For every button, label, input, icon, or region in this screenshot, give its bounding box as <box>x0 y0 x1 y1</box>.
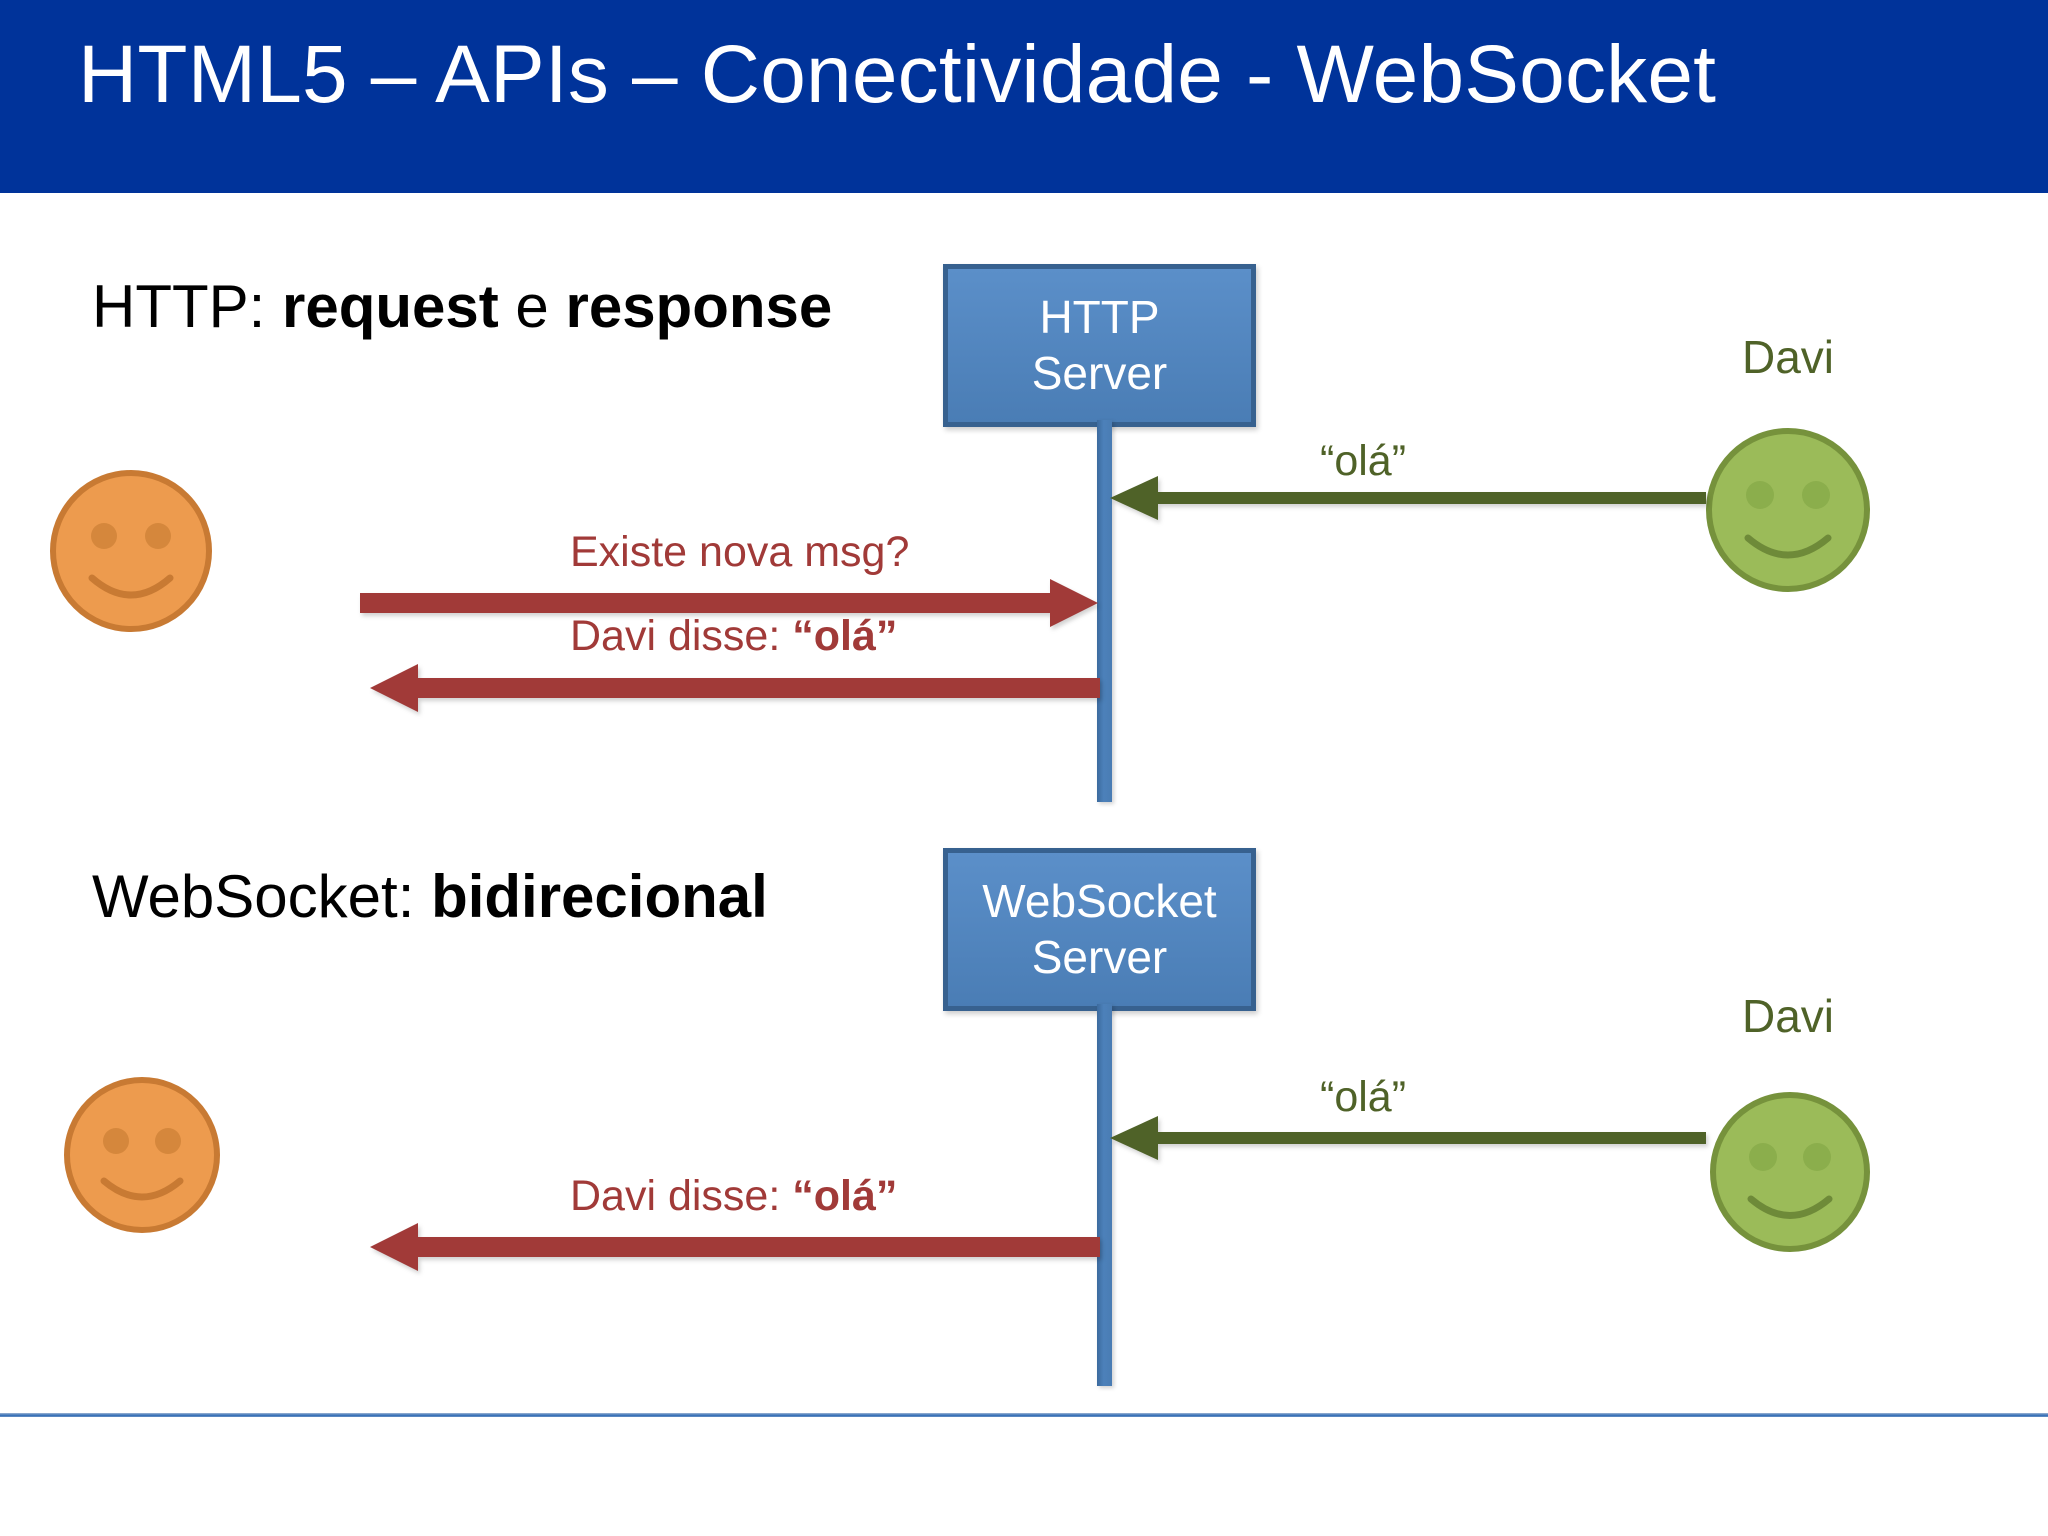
http-server-box: HTTP Server <box>943 264 1256 427</box>
red-arrow-response-bottom <box>370 1222 1100 1272</box>
page-title: HTML5 – APIs – Conectividade - WebSocket <box>78 29 1717 120</box>
section-heading-websocket: WebSocket: bidirecional <box>92 862 768 931</box>
heading-ws-plain: WebSocket: <box>92 863 432 930</box>
green-smiley-icon-top <box>1703 425 1873 595</box>
http-server-stem <box>1097 420 1112 802</box>
ws-server-line-2: Server <box>1031 930 1168 983</box>
green-smiley-icon-bottom <box>1707 1089 1873 1255</box>
heading-http-plain: HTTP: <box>92 273 282 340</box>
green-arrow-bottom <box>1108 1112 1706 1164</box>
section-heading-http: HTTP: request e response <box>92 272 832 341</box>
title-banner: HTML5 – APIs – Conectividade - WebSocket <box>0 0 2048 193</box>
footer-bar: iLearn Developer W3C® MEMBER Adobe <box>0 1417 2048 1536</box>
greeting-label-top: “olá” <box>1320 437 1407 485</box>
http-server-line-2: Server <box>1031 346 1168 399</box>
heading-http-bold-response: response <box>565 273 833 340</box>
peer-name-label-bottom: Davi <box>1742 990 1835 1042</box>
greeting-label-bottom: “olá” <box>1320 1073 1407 1121</box>
websocket-server-stem <box>1097 1004 1112 1386</box>
footer-divider <box>0 1413 2048 1417</box>
websocket-server-box: WebSocket Server <box>943 848 1256 1011</box>
response-quote-bottom: “olá” <box>792 1172 898 1220</box>
orange-smiley-icon-bottom <box>62 1075 222 1235</box>
heading-http-mid: e <box>498 273 566 340</box>
response-prefix-top: Davi disse: <box>570 612 793 660</box>
heading-ws-bold: bidirecional <box>431 863 768 930</box>
http-server-line-1: HTTP <box>1039 291 1160 344</box>
orange-smiley-icon-top <box>48 468 214 634</box>
red-arrow-response-top <box>370 663 1100 713</box>
response-prefix-bottom: Davi disse: <box>570 1172 793 1220</box>
peer-name-label-top: Davi <box>1742 331 1835 383</box>
request-label: Existe nova msg? <box>570 528 910 576</box>
response-label-top: Davi disse: “olá” <box>570 612 897 661</box>
response-quote-top: “olá” <box>792 612 898 660</box>
ws-server-line-1: WebSocket <box>982 875 1217 928</box>
response-label-bottom: Davi disse: “olá” <box>570 1172 897 1221</box>
red-arrow-request <box>360 578 1100 628</box>
green-arrow-top <box>1108 472 1706 524</box>
heading-http-bold-request: request <box>282 273 499 340</box>
